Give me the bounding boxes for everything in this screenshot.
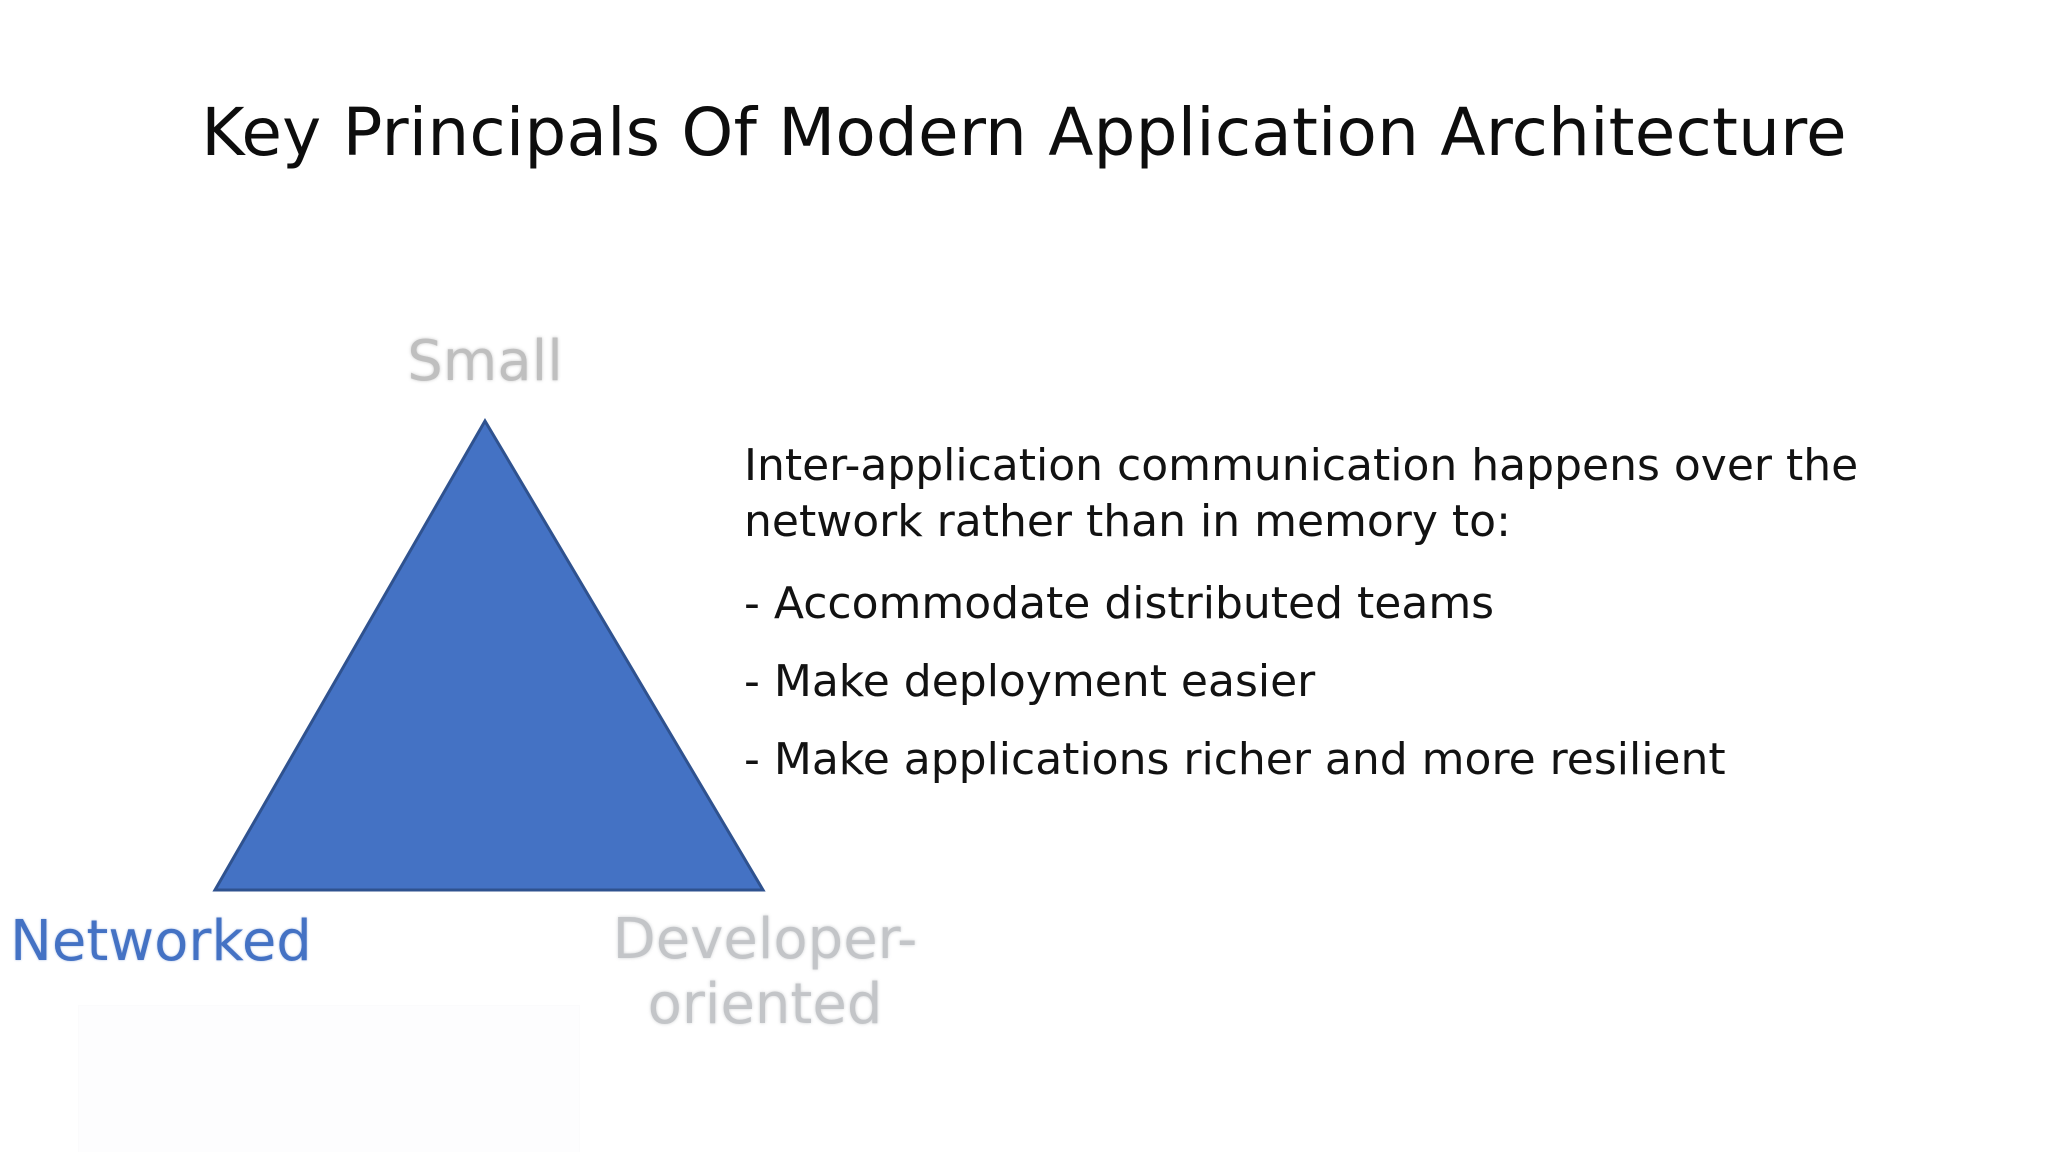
body-text-block: Inter-application communication happens …	[744, 438, 1994, 787]
bullet-item: - Make deployment easier	[744, 655, 1316, 707]
placeholder-frame-outline	[78, 1005, 580, 1152]
body-intro-paragraph: Inter-application communication happens …	[744, 440, 1859, 547]
triangle-diagram[interactable]	[200, 408, 780, 904]
triangle-vertex-label-small: Small	[407, 329, 563, 394]
triangle-shape[interactable]	[212, 418, 766, 892]
bullet-item: - Make applications richer and more resi…	[744, 733, 1726, 785]
bullet-item: - Accommodate distributed teams	[744, 577, 1495, 629]
triangle-vertex-label-networked: Networked	[10, 909, 312, 974]
triangle-vertex-label-developer-oriented: Developer- oriented	[612, 907, 918, 1037]
page-title: Key Principals Of Modern Application Arc…	[201, 94, 1847, 171]
